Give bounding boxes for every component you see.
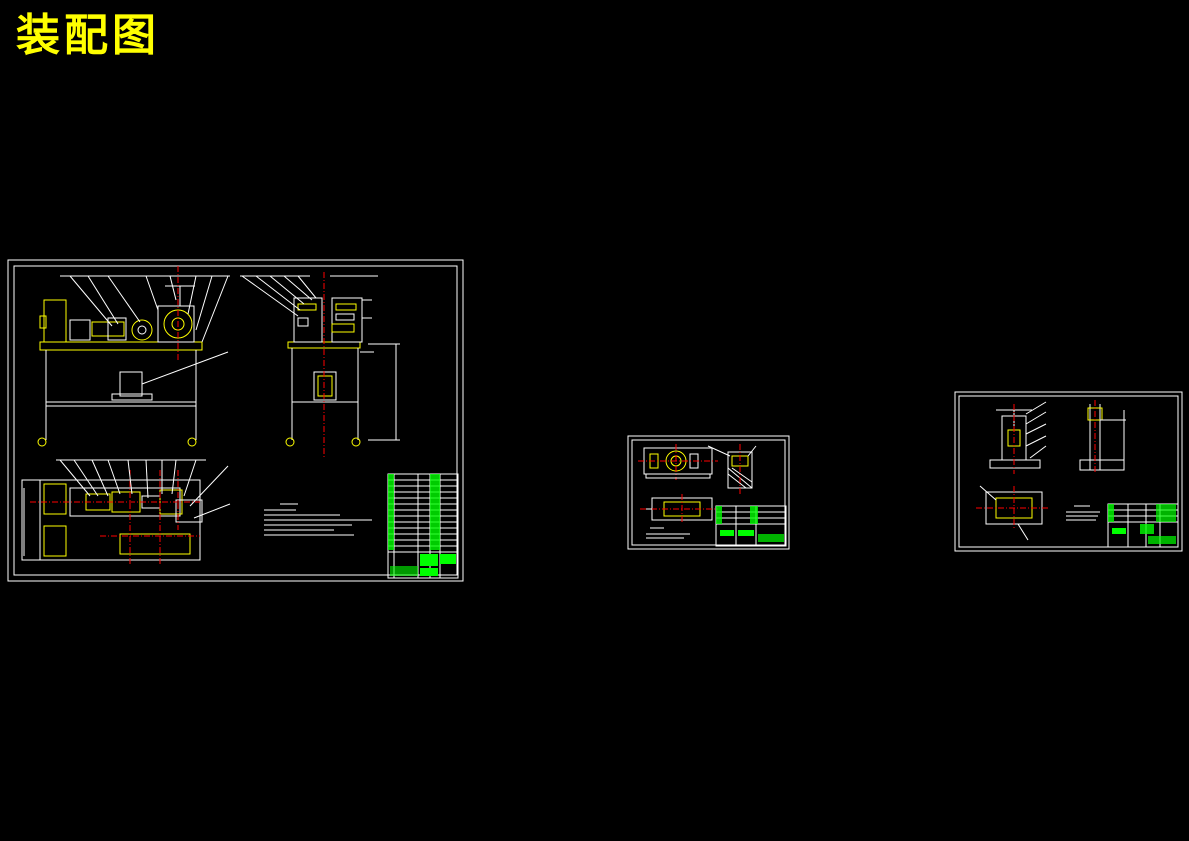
frame-front-view (989, 401, 1047, 474)
sheet-sub-assembly-frame (954, 391, 1183, 552)
top-view (21, 470, 203, 566)
sheet-main-assembly (7, 259, 464, 582)
leader-lines-top (56, 459, 231, 519)
parts-list-bearing (715, 505, 787, 547)
front-view-frame (37, 341, 203, 447)
bearing-side-view (707, 444, 757, 494)
bearing-front-view (638, 444, 718, 480)
leader-lines-side (240, 275, 378, 319)
technical-notes-bearing (646, 527, 690, 539)
technical-notes-frame (1066, 505, 1100, 521)
side-view (285, 272, 400, 458)
parts-list-frame (1107, 503, 1179, 548)
page-title: 装配图 (16, 10, 160, 61)
frame-top-view (976, 485, 1050, 541)
technical-notes-main (264, 503, 372, 536)
bearing-top-view (640, 494, 718, 524)
frame-side-view (1079, 400, 1126, 474)
motor-and-drive (39, 266, 195, 362)
leader-lines-front (60, 275, 230, 385)
sheet-sub-assembly-bearing (627, 435, 790, 550)
parts-list-main (387, 473, 459, 579)
